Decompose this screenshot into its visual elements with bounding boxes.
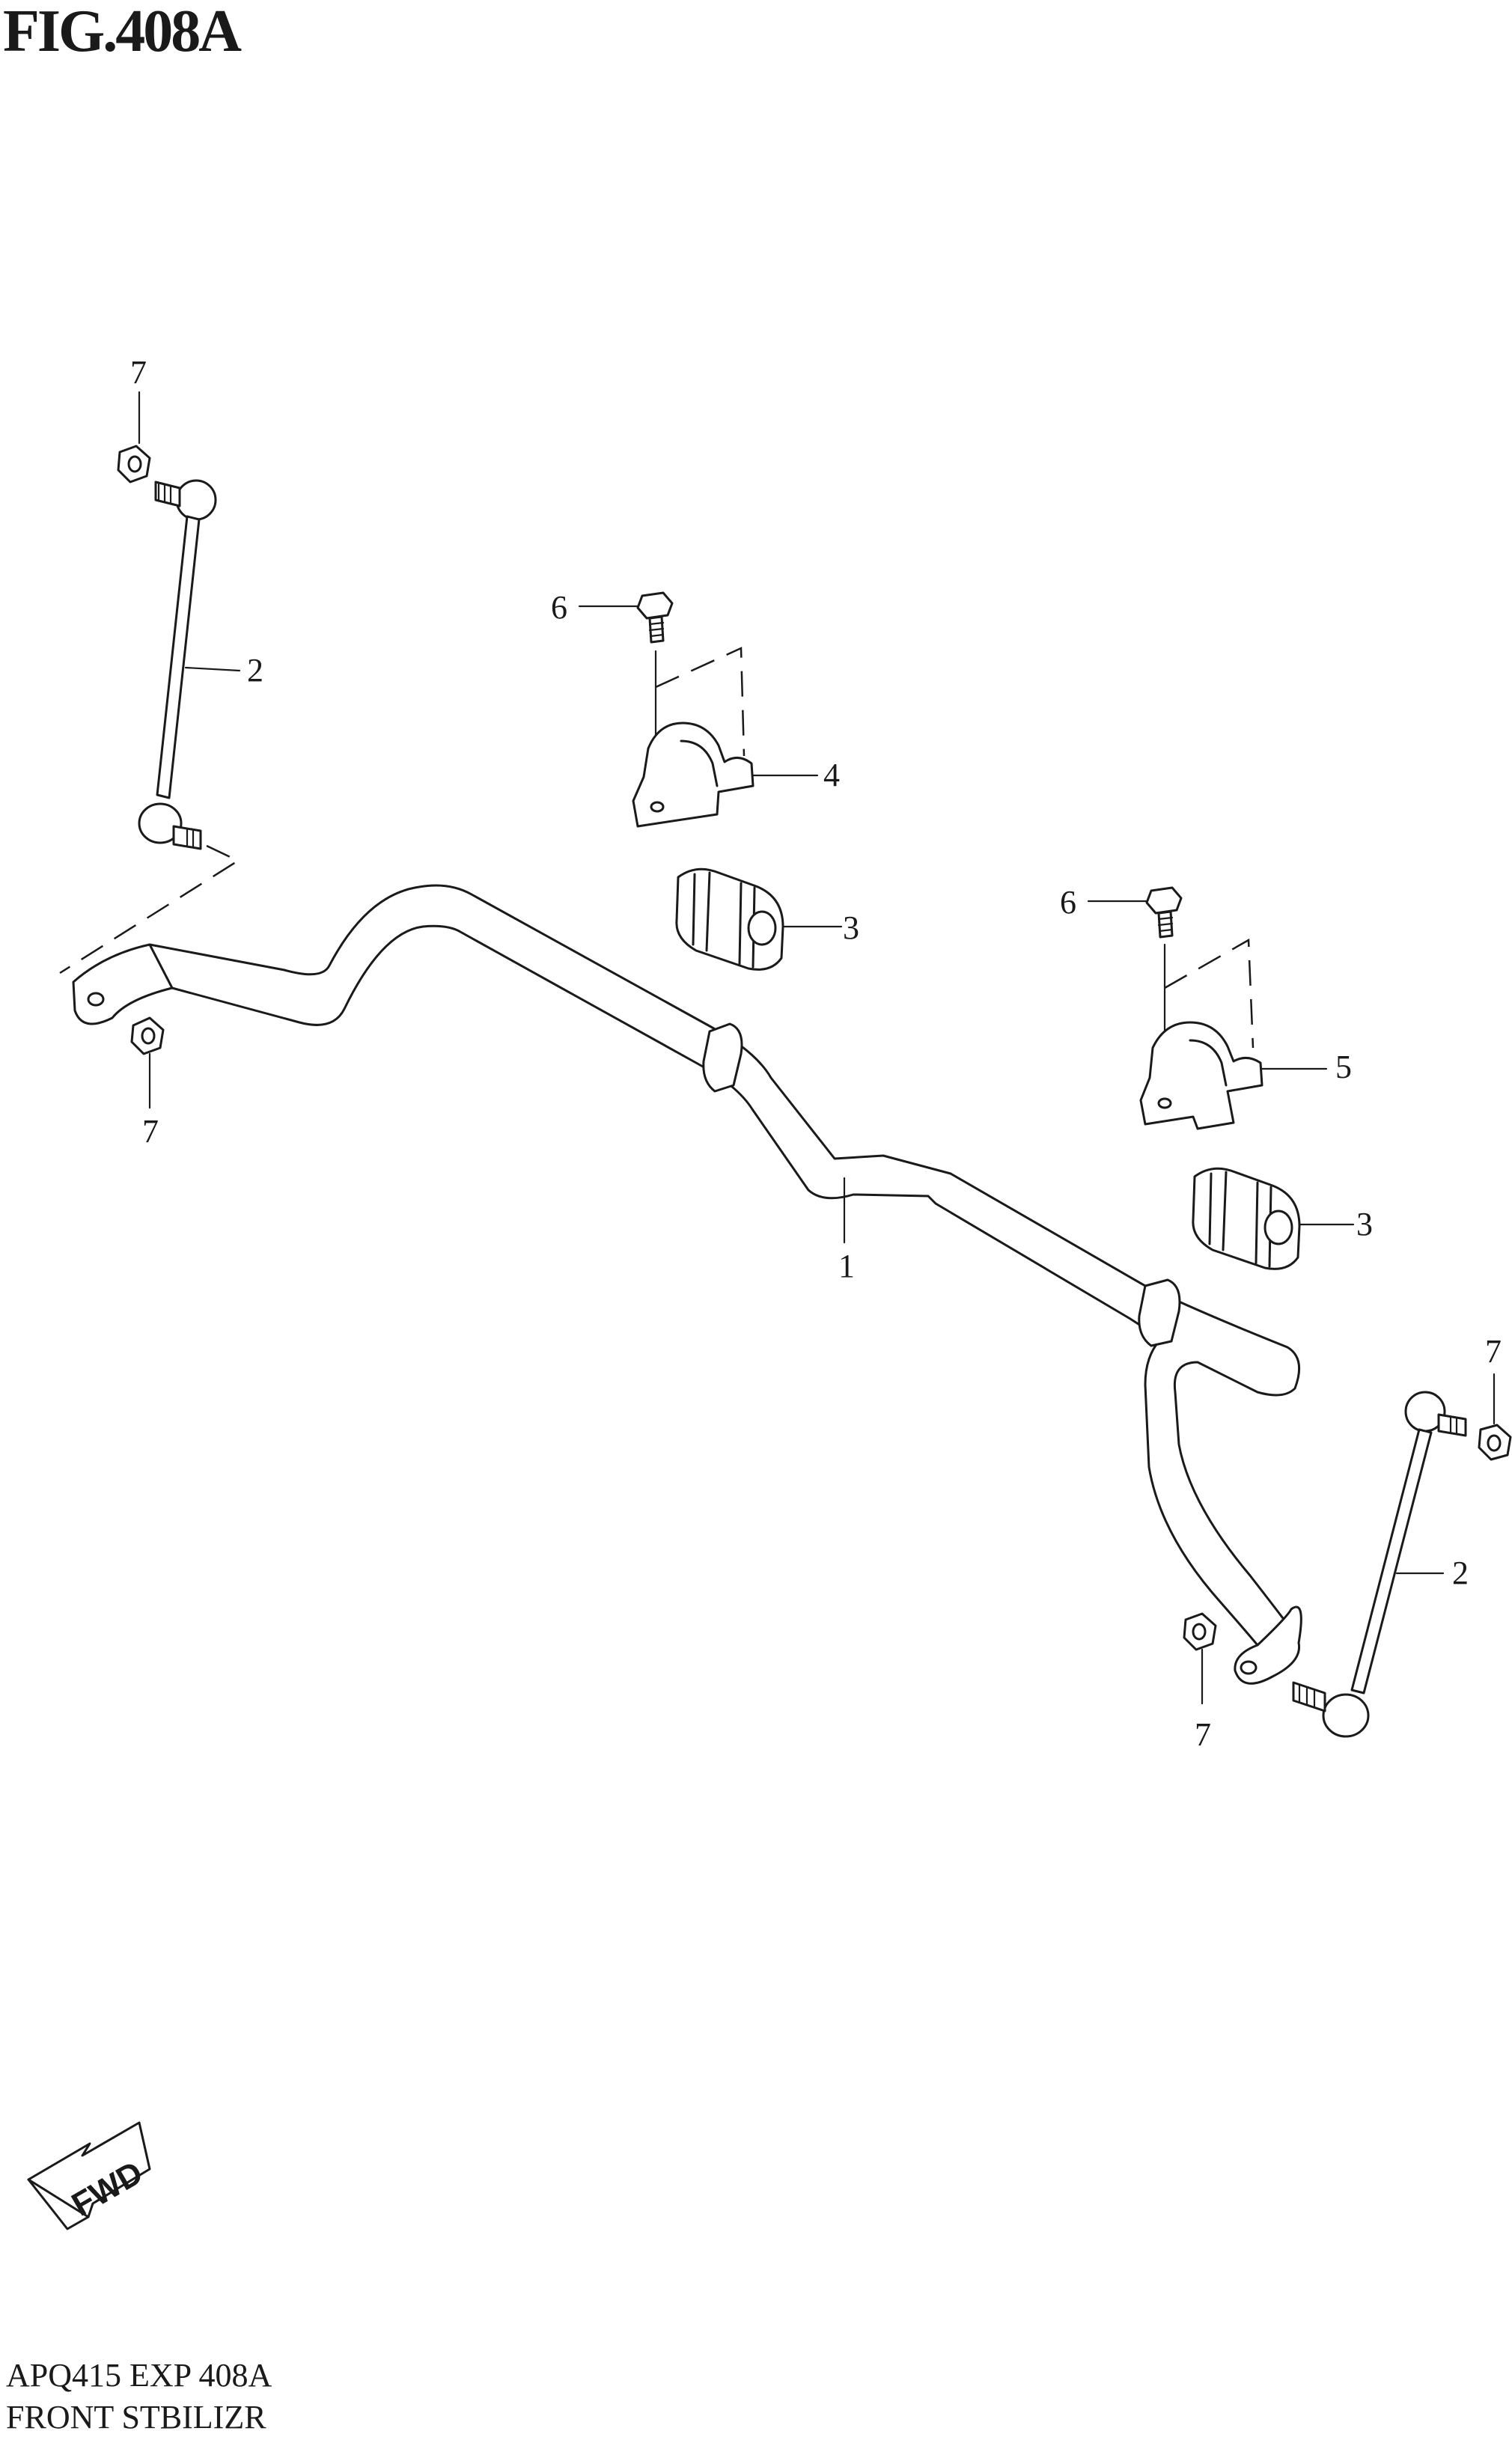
bracket-right-saddle: [1189, 1039, 1228, 1087]
callout-2-left: 2: [247, 652, 263, 689]
callout-2-right: 2: [1452, 1555, 1469, 1591]
bracket-left: [632, 722, 755, 828]
nut-right-hole: [1487, 1434, 1502, 1452]
nut-bottom-right: [1183, 1612, 1217, 1651]
right-link-lower-thread: [1298, 1684, 1316, 1708]
bushing-right-body: [1192, 1167, 1301, 1270]
bolt-right-thread: [1157, 916, 1174, 933]
callout-3-right: 3: [1356, 1206, 1373, 1242]
callout-3-left: 3: [843, 909, 859, 946]
bracket-right-hole: [1157, 1097, 1172, 1109]
callout-7-bottom-right: 7: [1195, 1716, 1211, 1753]
left-link-upper-ball: [175, 479, 217, 521]
nut-bottom-left: [130, 1016, 165, 1055]
right-link-rod: [1350, 1428, 1433, 1695]
bracket-right-body: [1139, 1021, 1263, 1130]
bushing-left: [675, 867, 784, 971]
left-link-dashed-guide: [59, 844, 240, 975]
callout-4: 4: [823, 757, 840, 793]
bushing-left-flange-b: [705, 871, 711, 952]
left-link-lower-thread: [186, 828, 195, 849]
fwd-arrow-shape: [27, 2121, 151, 2218]
bar-bushing-right: [1138, 1278, 1181, 1347]
bracket-left-dashed-guide: [655, 647, 746, 757]
callout-7-right: 7: [1485, 1333, 1502, 1370]
right-link-lower-ball: [1322, 1693, 1370, 1738]
right-end-hole: [1240, 1660, 1258, 1675]
nut-bottom-left-hole: [141, 1027, 156, 1045]
bracket-left-body: [632, 722, 755, 828]
bolt-left-thread: [648, 621, 665, 638]
bolt-left-head: [636, 591, 674, 620]
right-link-lower-stud: [1292, 1681, 1326, 1712]
bushing-right-bore: [1263, 1210, 1293, 1245]
callout-7-left-bottom: 7: [142, 1113, 159, 1150]
callout-7-top-left: 7: [130, 354, 147, 391]
leader-2-left: [184, 666, 241, 672]
bracket-left-saddle: [680, 739, 719, 787]
nut-top-left-hole: [127, 455, 142, 473]
callout-6-right: 6: [1060, 884, 1076, 921]
stabilizer-bar-left-end: [72, 943, 174, 1025]
right-stabilizer-link: [1292, 1391, 1467, 1738]
bushing-left-body: [675, 867, 784, 971]
right-link-upper-thread: [1449, 1416, 1458, 1436]
bushing-right-flange-a: [1208, 1172, 1213, 1245]
left-link-lower-ball: [138, 802, 183, 844]
fwd-direction-arrow: FWD: [27, 2121, 151, 2230]
bar-bushing-left: [702, 1022, 743, 1093]
left-end-hole: [87, 992, 105, 1007]
callout-5: 5: [1335, 1049, 1352, 1085]
bushing-left-flange-c: [738, 882, 743, 966]
callout-6-left: 6: [551, 589, 567, 626]
left-link-rod: [156, 515, 201, 799]
left-stabilizer-link: [138, 479, 217, 850]
right-link-upper-stud: [1437, 1413, 1467, 1437]
stabilizer-bar-outline-outer: [96, 884, 1301, 1626]
left-link-upper-stud: [154, 481, 181, 507]
bushing-left-bore: [747, 910, 777, 946]
bolt-left: [636, 591, 674, 644]
nut-bottom-right-hole: [1192, 1623, 1207, 1641]
bushing-left-flange-a: [692, 873, 696, 946]
nut-top-left: [117, 445, 151, 484]
bracket-left-hole: [650, 801, 665, 813]
bushing-right-flange-c: [1255, 1181, 1259, 1265]
footer-description: FRONT STBILIZR: [6, 2399, 266, 2436]
bracket-right: [1139, 1021, 1263, 1130]
footer-code: APQ415 EXP 408A: [6, 2357, 272, 2394]
left-link-upper-thread: [157, 482, 172, 504]
stabilizer-bar-outline-inner: [171, 924, 1259, 1647]
bushing-right: [1192, 1167, 1301, 1270]
fwd-arrow-depth: [27, 2178, 90, 2230]
callout-1: 1: [838, 1248, 855, 1284]
stabilizer-bar: [72, 884, 1302, 1685]
figure-title: FIG.408A: [3, 0, 242, 64]
bolt-right: [1145, 886, 1183, 939]
bushing-right-flange-b: [1222, 1171, 1228, 1251]
nut-right: [1478, 1424, 1512, 1461]
bracket-right-dashed-guide: [1164, 938, 1255, 1049]
bolt-right-head: [1145, 886, 1183, 915]
